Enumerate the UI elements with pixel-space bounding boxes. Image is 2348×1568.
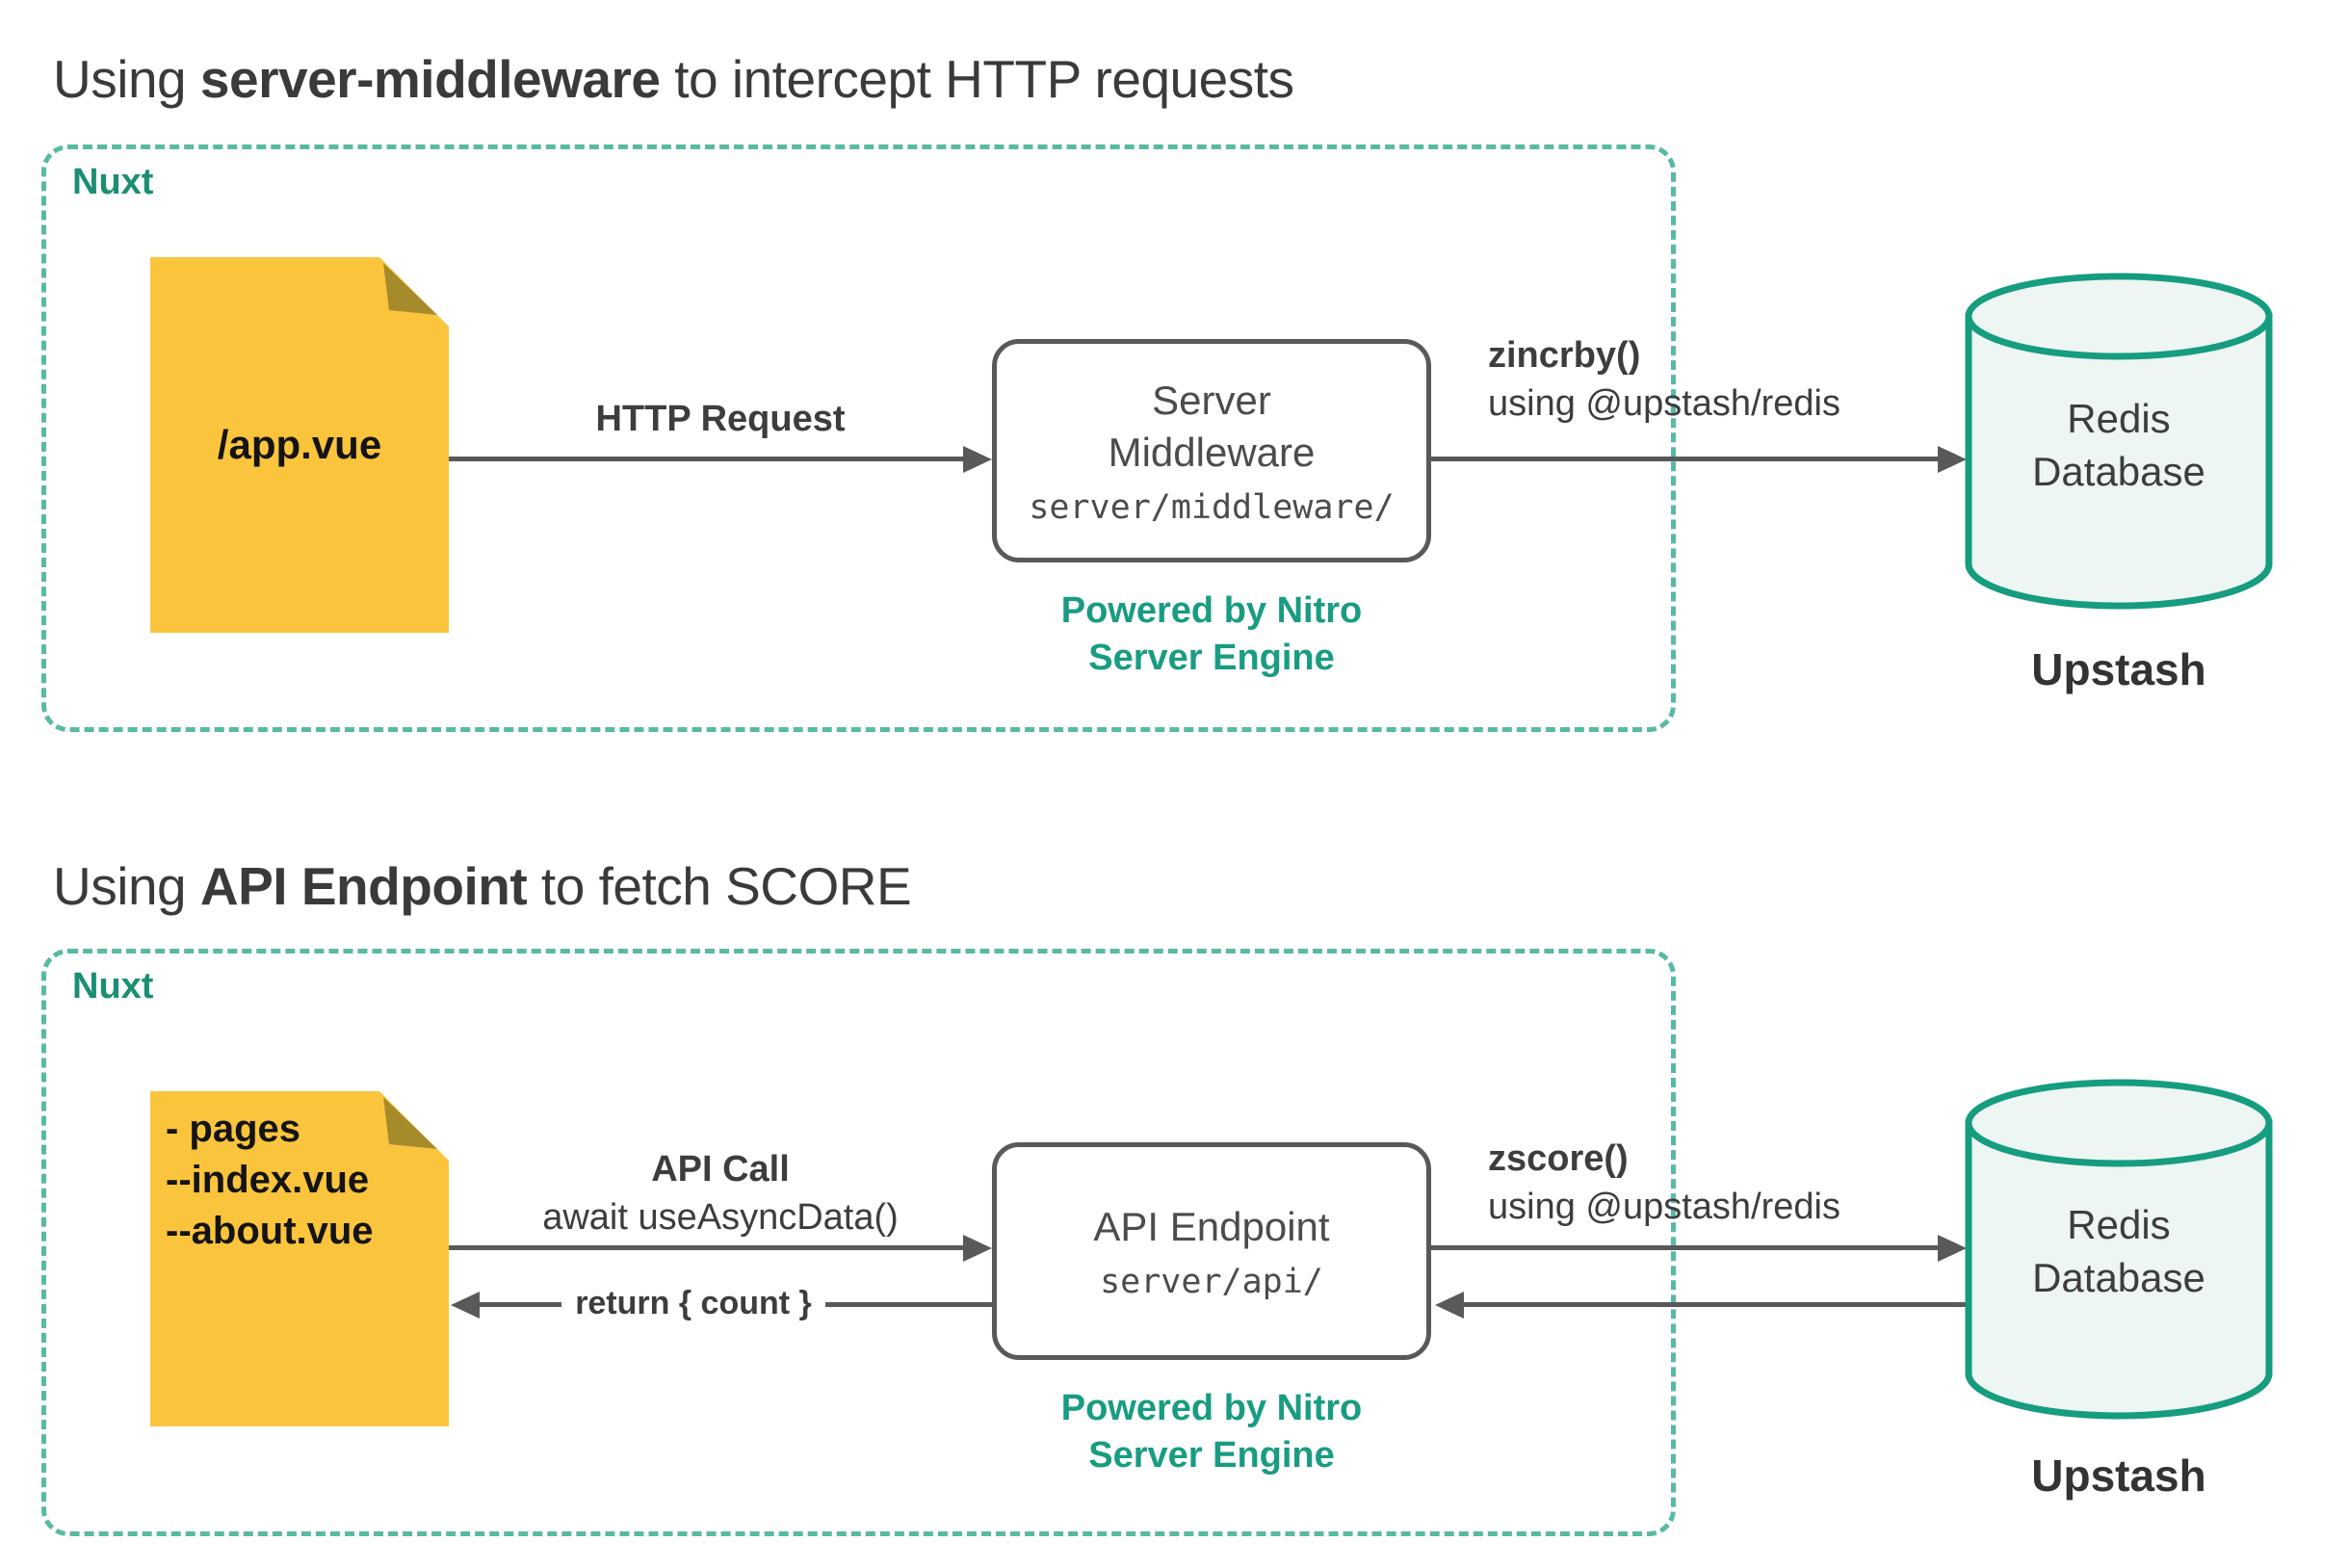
zincrby-arrow-line <box>1431 457 1938 461</box>
file-name-text: /app.vue <box>217 422 382 467</box>
file-icon <box>150 1091 449 1426</box>
node-title: API Endpoint <box>1093 1204 1330 1250</box>
return-count-label: return { count } <box>561 1283 825 1324</box>
http-request-label: HTTP Request <box>595 399 846 439</box>
redis-database-label: Redis Database <box>2032 396 2205 494</box>
title-prefix: Using <box>53 49 200 109</box>
api-endpoint-node: API Endpoint server/api/ <box>992 1142 1431 1360</box>
redis-database-label: Redis Database <box>2032 1202 2205 1300</box>
database-icon <box>1965 1079 2273 1420</box>
nuxt-group-label-1: Nuxt <box>72 162 154 202</box>
zscore-arrow-line <box>1431 1245 1938 1250</box>
nuxt-group-box-2 <box>41 949 1676 1536</box>
file-line: --index.vue <box>166 1158 370 1201</box>
upstash-caption-2: Upstash <box>2031 1450 2206 1501</box>
file-line: - pages <box>166 1108 301 1150</box>
zincrby-sublabel: using @upstash/redis <box>1488 383 1840 424</box>
file-icon <box>150 257 449 633</box>
zscore-label: zscore() <box>1488 1138 1629 1179</box>
nuxt-group-label-2: Nuxt <box>72 966 154 1006</box>
server-middleware-node: Server Middleware server/middleware/ <box>992 339 1431 562</box>
return-arrow-head <box>451 1292 480 1319</box>
api-call-arrow-line <box>449 1245 963 1250</box>
pages-file-label: - pages --index.vue --about.vue <box>166 1104 435 1256</box>
title-keyword: API Endpoint <box>199 856 528 916</box>
http-request-arrow-head <box>963 446 992 473</box>
api-call-sublabel: await useAsyncData() <box>542 1197 899 1238</box>
http-request-arrow-line <box>449 457 963 461</box>
nuxt-group-box-1 <box>41 144 1676 732</box>
node-path: server/middleware/ <box>1029 487 1395 527</box>
database-icon <box>1965 273 2273 610</box>
section1-title: Using server-middleware to intercept HTT… <box>53 48 1294 110</box>
title-suffix: to fetch SCORE <box>527 856 912 916</box>
zscore-arrow-head <box>1938 1235 1967 1262</box>
file-label: /app.vue <box>150 257 449 633</box>
nitro-caption-2: Powered by Nitro Server Engine <box>1060 1388 1363 1477</box>
zincrby-label: zincrby() <box>1488 335 1641 376</box>
redis-return-arrow-line <box>1464 1302 1967 1307</box>
zscore-sublabel: using @upstash/redis <box>1488 1187 1840 1227</box>
upstash-caption-1: Upstash <box>2031 644 2206 694</box>
nitro-caption-1: Powered by Nitro Server Engine <box>1060 590 1363 679</box>
title-prefix: Using <box>53 856 200 916</box>
title-keyword: server-middleware <box>199 49 661 109</box>
node-path: server/api/ <box>1100 1262 1323 1301</box>
file-line: --about.vue <box>166 1209 374 1252</box>
api-call-label: API Call <box>651 1149 790 1189</box>
zincrby-arrow-head <box>1938 446 1967 473</box>
api-call-arrow-head <box>963 1235 992 1262</box>
section2-title: Using API Endpoint to fetch SCORE <box>53 855 912 917</box>
node-title: Server Middleware <box>1108 378 1316 475</box>
redis-return-arrow-head <box>1435 1292 1464 1319</box>
return-label-wrap: return { count } <box>453 1283 934 1324</box>
title-suffix: to intercept HTTP requests <box>660 49 1294 109</box>
